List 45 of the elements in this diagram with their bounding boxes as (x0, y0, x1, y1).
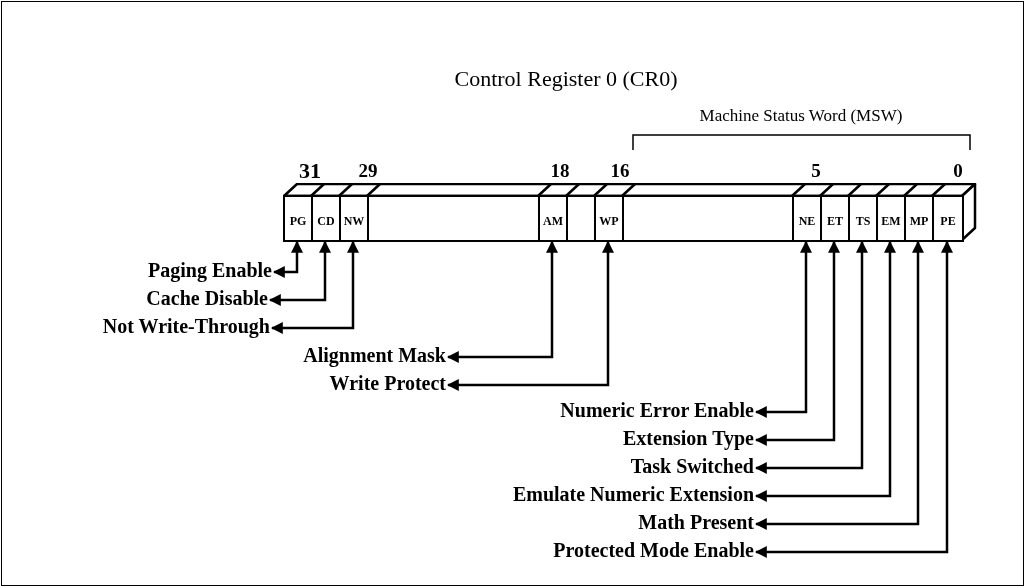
leader-arrow (272, 240, 303, 278)
bit-field: NE (792, 195, 822, 242)
reserved-field (566, 195, 596, 242)
leader-arrow (754, 240, 924, 530)
leader-arrow (754, 240, 868, 474)
field-description: Not Write-Through (102, 314, 270, 338)
leader-arrow (270, 240, 359, 334)
bit-field: PG (283, 195, 313, 242)
leader-arrow (754, 240, 840, 446)
diagram-title: Control Register 0 (CR0) (454, 66, 678, 92)
bit-number: 18 (550, 160, 570, 182)
leader-arrow (754, 240, 812, 418)
bit-number: 0 (953, 160, 963, 182)
bracket-label: Machine Status Word (MSW) (699, 106, 903, 126)
field-description: Task Switched (630, 454, 754, 478)
field-description: Math Present (638, 510, 754, 534)
field-description: Numeric Error Enable (560, 398, 754, 422)
leader-arrow (446, 240, 558, 363)
leader-arrow (754, 240, 953, 558)
field-description: Alignment Mask (303, 343, 446, 367)
reserved-field (367, 195, 540, 242)
field-description: Emulate Numeric Extension (512, 482, 754, 506)
bit-field: NW (339, 195, 369, 242)
bit-field: EM (876, 195, 906, 242)
bit-field: AM (538, 195, 568, 242)
leader-arrow (446, 240, 614, 391)
field-description: Extension Type (623, 426, 754, 450)
register-bar (283, 183, 977, 242)
leader-arrow (754, 240, 896, 502)
bit-field: CD (311, 195, 341, 242)
bit-number: 31 (299, 160, 321, 182)
bit-field: MP (904, 195, 934, 242)
reserved-field (622, 195, 794, 242)
field-description: Write Protect (329, 371, 446, 395)
bit-field: PE (932, 195, 964, 242)
bit-number: 16 (610, 160, 630, 182)
field-description: Paging Enable (148, 258, 272, 282)
leader-arrow (268, 240, 331, 306)
bit-field: TS (848, 195, 878, 242)
bit-field: ET (820, 195, 850, 242)
bit-number: 29 (358, 160, 378, 182)
field-description: Protected Mode Enable (553, 538, 754, 562)
bit-number: 5 (811, 160, 821, 182)
bit-field: WP (594, 195, 624, 242)
field-description: Cache Disable (146, 286, 268, 310)
